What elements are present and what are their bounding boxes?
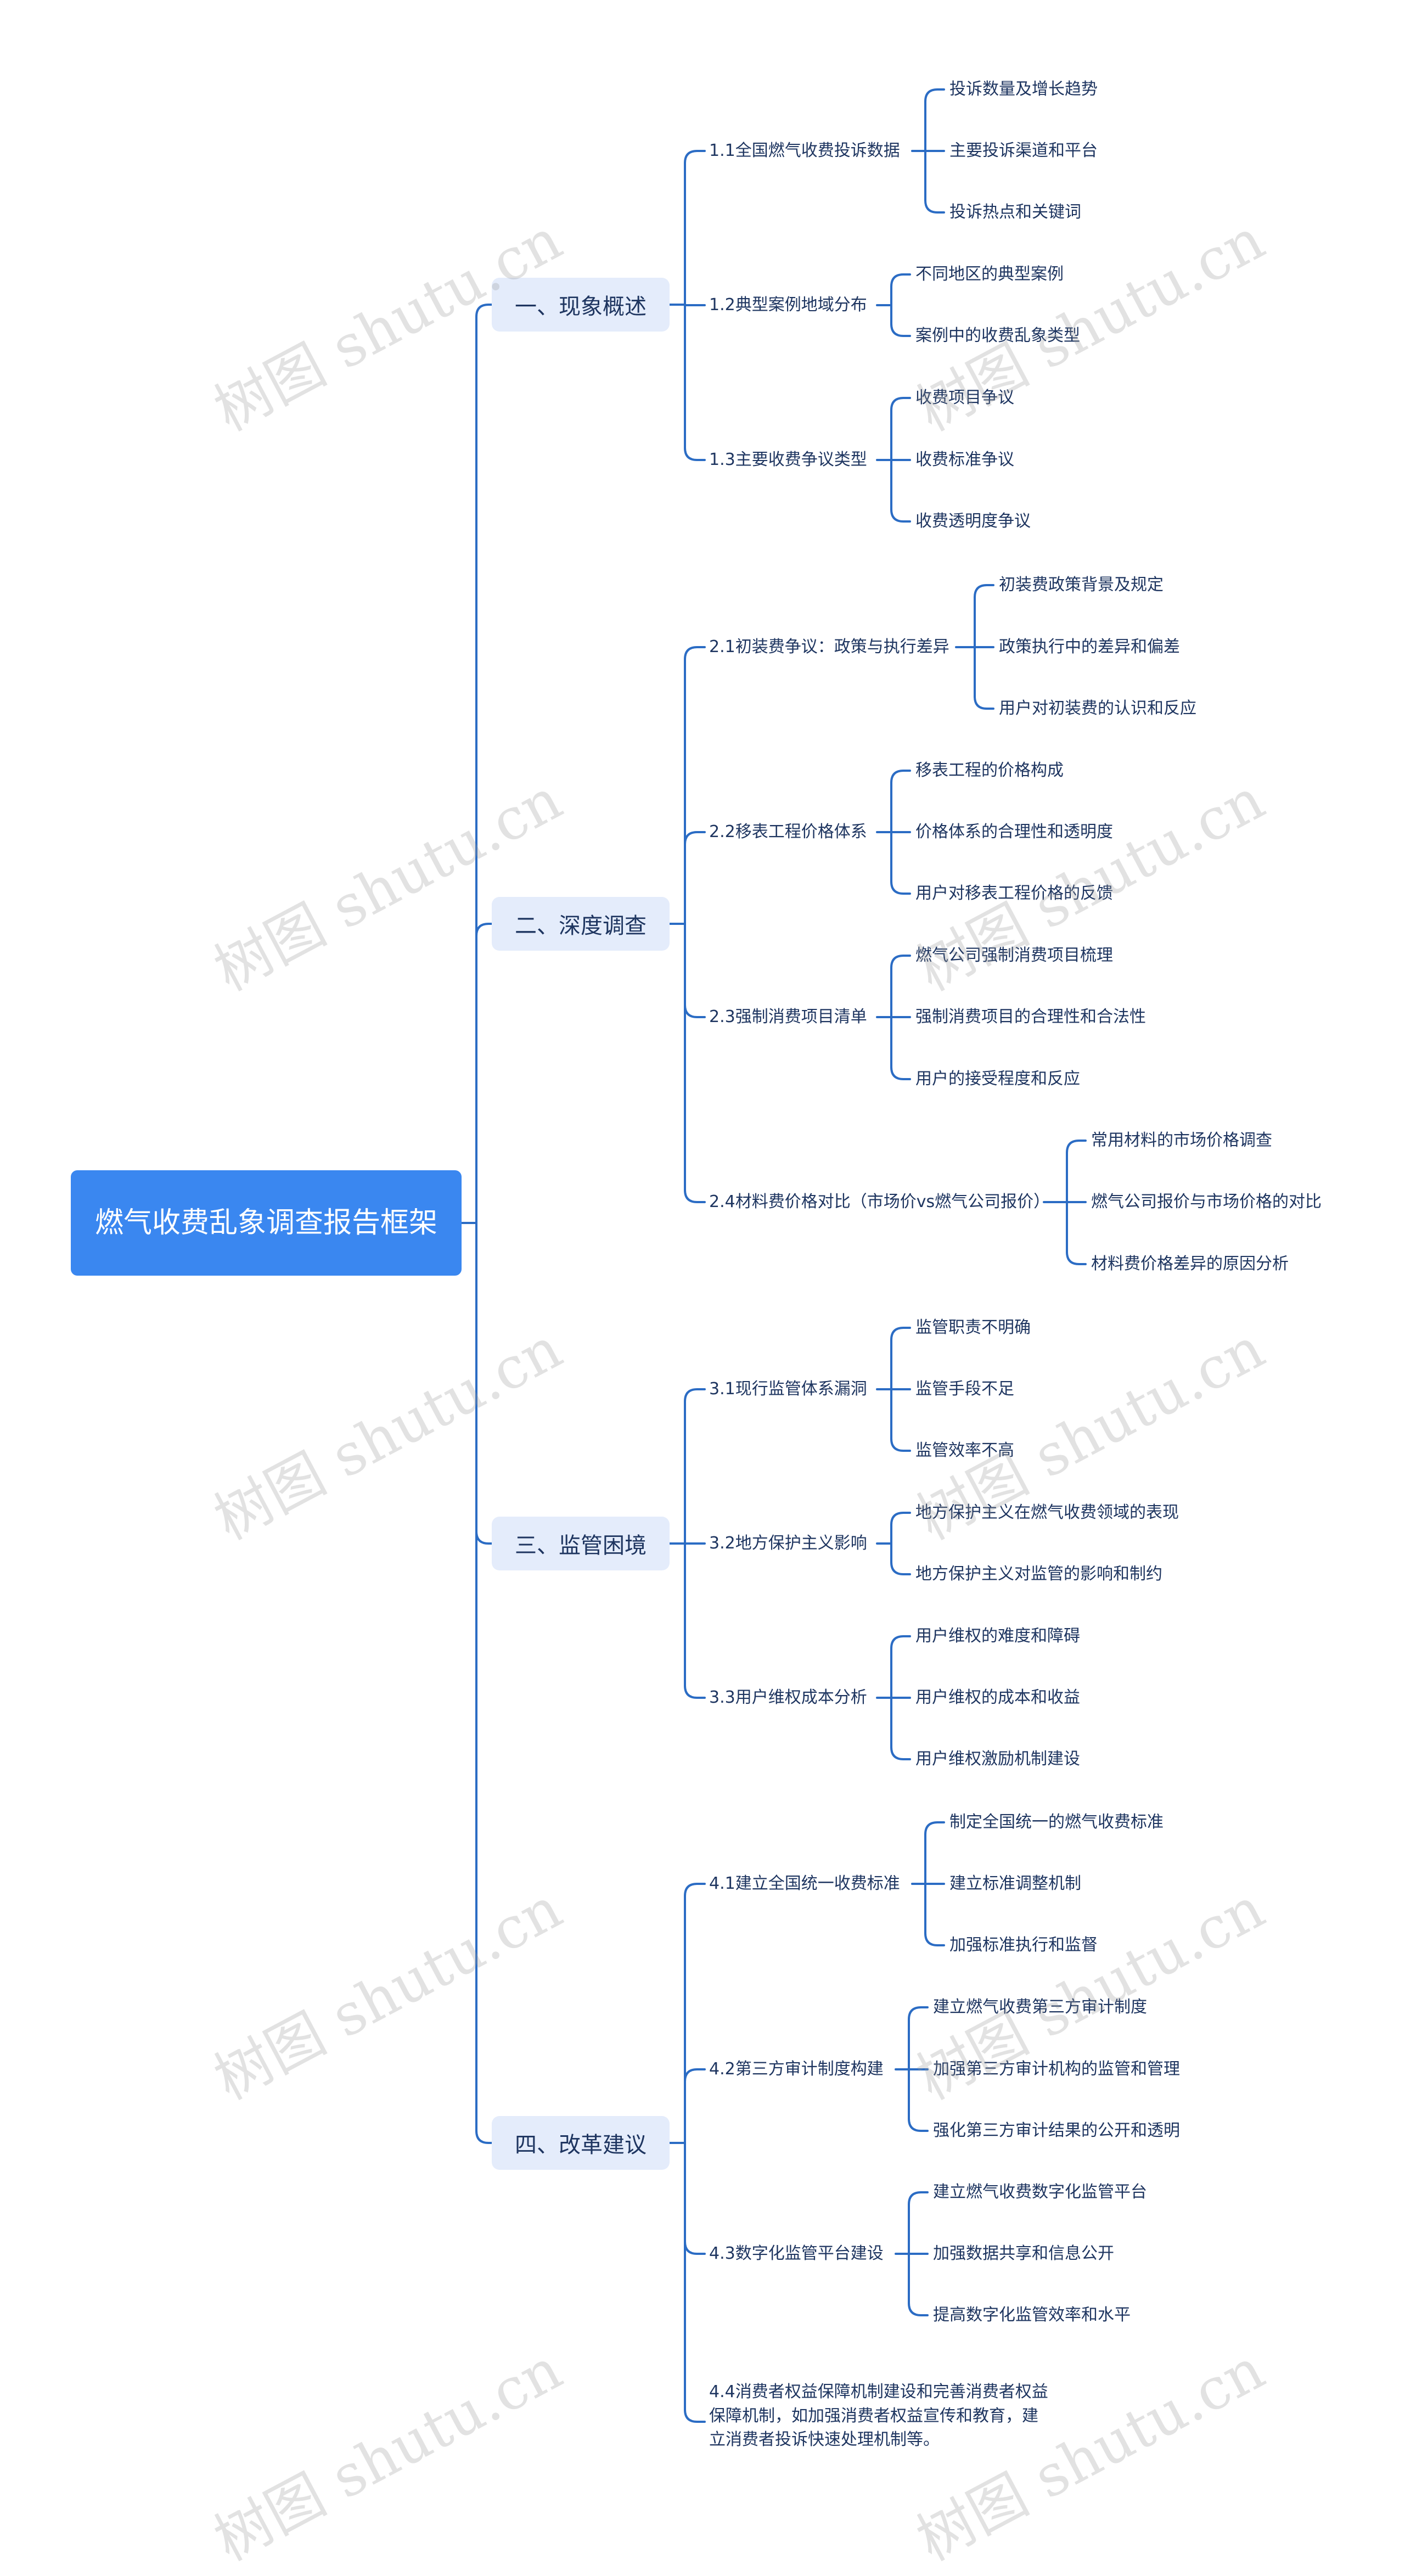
branch-connector-link bbox=[684, 1004, 706, 1018]
subtopic-connector-link bbox=[924, 88, 945, 103]
root-connector-link bbox=[475, 304, 493, 318]
root-connector-link bbox=[475, 2130, 493, 2144]
leaf-3-1-1[interactable]: 监管职责不明确 bbox=[915, 1318, 1031, 1337]
branch-connector-link bbox=[684, 2409, 706, 2423]
branch-3[interactable]: 三、监管困境 bbox=[492, 1517, 670, 1570]
root-connector-link bbox=[475, 923, 493, 937]
leaf-4-1-2[interactable]: 建立标准调整机制 bbox=[949, 1874, 1081, 1893]
leaf-2-4-3[interactable]: 材料费价格差异的原因分析 bbox=[1091, 1254, 1289, 1273]
leaf-4-3-1[interactable]: 建立燃气收费数字化监管平台 bbox=[933, 2182, 1147, 2202]
subtopic-connector-link bbox=[924, 199, 945, 214]
leaf-4-2-1[interactable]: 建立燃气收费第三方审计制度 bbox=[933, 1997, 1147, 2017]
leaf-3-3-1[interactable]: 用户维权的难度和障碍 bbox=[915, 1626, 1080, 1646]
subtopic-connector-link bbox=[1066, 1140, 1087, 1154]
subtopic-connector-link bbox=[890, 1561, 911, 1575]
subtopic-4-1[interactable]: 4.1建立全国统一收费标准 bbox=[709, 1874, 900, 1893]
subtopic-connector-link bbox=[890, 1066, 911, 1080]
root-connector-link bbox=[475, 1530, 493, 1545]
branch-connector-link bbox=[684, 1883, 706, 1897]
subtopic-connector-link bbox=[890, 1635, 911, 1649]
leaf-3-2-1[interactable]: 地方保护主义在燃气收费领域的表现 bbox=[915, 1503, 1179, 1522]
subtopic-2-3[interactable]: 2.3强制消费项目清单 bbox=[709, 1007, 867, 1026]
branch-connector-link bbox=[684, 447, 706, 461]
leaf-4-3-2[interactable]: 加强数据共享和信息公开 bbox=[933, 2244, 1114, 2263]
leaf-3-1-3[interactable]: 监管效率不高 bbox=[915, 1441, 1014, 1460]
subtopic-connector-link bbox=[974, 695, 994, 710]
subtopic-connector-link bbox=[924, 1821, 945, 1836]
leaf-1-1-3[interactable]: 投诉热点和关键词 bbox=[949, 203, 1081, 222]
branch-connector-link bbox=[684, 646, 706, 660]
subtopic-4-4[interactable]: 4.4消费者权益保障机制建设和完善消费者权益保障机制，如加强消费者权益宣传和教育… bbox=[709, 2382, 1048, 2449]
branch-connector-link bbox=[684, 1388, 706, 1402]
leaf-4-1-3[interactable]: 加强标准执行和监督 bbox=[949, 1935, 1098, 1955]
subtopic-connector-link bbox=[890, 880, 911, 895]
branch-connector-link bbox=[684, 831, 706, 845]
branch-connector-link bbox=[684, 2068, 706, 2083]
leaf-4-2-3[interactable]: 强化第三方审计结果的公开和透明 bbox=[933, 2121, 1180, 2140]
leaf-2-2-1[interactable]: 移表工程的价格构成 bbox=[915, 761, 1064, 780]
leaf-2-4-1[interactable]: 常用材料的市场价格调查 bbox=[1091, 1131, 1272, 1150]
leaf-1-2-1[interactable]: 不同地区的典型案例 bbox=[915, 265, 1064, 284]
subtopic-connector-link bbox=[890, 1327, 911, 1341]
branch-4[interactable]: 四、改革建议 bbox=[492, 2116, 670, 2170]
subtopic-2-4[interactable]: 2.4材料费价格对比（市场价vs燃气公司报价） bbox=[709, 1192, 1050, 1211]
subtopic-4-2[interactable]: 4.2第三方审计制度构建 bbox=[709, 2059, 884, 2079]
branch-connector-link bbox=[684, 150, 706, 164]
leaf-4-1-1[interactable]: 制定全国统一的燃气收费标准 bbox=[949, 1812, 1164, 1832]
branch-connector-link bbox=[684, 1189, 706, 1203]
leaf-4-2-2[interactable]: 加强第三方审计机构的监管和管理 bbox=[933, 2059, 1180, 2079]
subtopic-3-2[interactable]: 3.2地方保护主义影响 bbox=[709, 1534, 867, 1553]
leaf-1-3-2[interactable]: 收费标准争议 bbox=[915, 450, 1014, 469]
branch-2[interactable]: 二、深度调查 bbox=[492, 897, 670, 951]
leaf-2-4-2[interactable]: 燃气公司报价与市场价格的对比 bbox=[1091, 1192, 1322, 1211]
leaf-2-3-3[interactable]: 用户的接受程度和反应 bbox=[915, 1069, 1080, 1088]
leaf-2-2-2[interactable]: 价格体系的合理性和透明度 bbox=[915, 822, 1113, 841]
subtopic-2-2[interactable]: 2.2移表工程价格体系 bbox=[709, 822, 867, 841]
subtopic-connector-link bbox=[890, 1438, 911, 1452]
leaf-2-2-3[interactable]: 用户对移表工程价格的反馈 bbox=[915, 884, 1113, 903]
subtopic-connector-link bbox=[890, 397, 911, 411]
root-topic[interactable]: 燃气收费乱象调查报告框架 bbox=[71, 1170, 462, 1276]
branch-1[interactable]: 一、现象概述 bbox=[492, 278, 670, 332]
leaf-2-3-1[interactable]: 燃气公司强制消费项目梳理 bbox=[915, 946, 1113, 965]
branch-connector-link bbox=[684, 1685, 706, 1699]
leaf-4-3-3[interactable]: 提高数字化监管效率和水平 bbox=[933, 2305, 1131, 2325]
leaf-3-1-2[interactable]: 监管手段不足 bbox=[915, 1379, 1014, 1399]
subtopic-3-3[interactable]: 3.3用户维权成本分析 bbox=[709, 1688, 867, 1707]
subtopic-connector-link bbox=[1066, 1251, 1087, 1265]
subtopic-connector-link bbox=[890, 273, 911, 288]
leaf-2-1-2[interactable]: 政策执行中的差异和偏差 bbox=[999, 637, 1180, 656]
subtopic-1-1[interactable]: 1.1全国燃气收费投诉数据 bbox=[709, 141, 900, 160]
subtopic-2-1[interactable]: 2.1初装费争议：政策与执行差异 bbox=[709, 637, 949, 656]
leaf-1-3-1[interactable]: 收费项目争议 bbox=[915, 388, 1014, 407]
leaf-3-2-2[interactable]: 地方保护主义对监管的影响和制约 bbox=[915, 1564, 1162, 1584]
branch-connector-link bbox=[684, 2241, 706, 2255]
leaf-2-1-3[interactable]: 用户对初装费的认识和反应 bbox=[999, 699, 1196, 718]
leaf-2-1-1[interactable]: 初装费政策背景及规定 bbox=[999, 575, 1164, 594]
subtopic-connector-link bbox=[890, 323, 911, 337]
connector-lines bbox=[460, 88, 1087, 2423]
subtopic-connector-link bbox=[890, 1746, 911, 1760]
subtopic-connector-link bbox=[908, 2118, 929, 2132]
leaf-1-2-2[interactable]: 案例中的收费乱象类型 bbox=[915, 326, 1080, 345]
subtopic-1-3[interactable]: 1.3主要收费争议类型 bbox=[709, 450, 867, 469]
subtopic-connector-link bbox=[924, 1932, 945, 1946]
subtopic-connector-link bbox=[908, 2302, 929, 2316]
subtopic-1-2[interactable]: 1.2典型案例地域分布 bbox=[709, 295, 867, 315]
leaf-1-1-1[interactable]: 投诉数量及增长趋势 bbox=[949, 80, 1098, 99]
subtopic-connector-link bbox=[974, 584, 994, 598]
leaf-2-3-2[interactable]: 强制消费项目的合理性和合法性 bbox=[915, 1007, 1146, 1026]
subtopic-connector-link bbox=[890, 770, 911, 784]
leaf-1-3-3[interactable]: 收费透明度争议 bbox=[915, 512, 1031, 531]
leaf-3-3-3[interactable]: 用户维权激励机制建设 bbox=[915, 1749, 1080, 1769]
leaf-1-1-2[interactable]: 主要投诉渠道和平台 bbox=[949, 141, 1098, 160]
leaf-3-3-2[interactable]: 用户维权的成本和收益 bbox=[915, 1688, 1080, 1707]
subtopic-connector-link bbox=[908, 2006, 929, 2021]
subtopic-3-1[interactable]: 3.1现行监管体系漏洞 bbox=[709, 1379, 867, 1399]
subtopic-4-3[interactable]: 4.3数字化监管平台建设 bbox=[709, 2244, 884, 2263]
subtopic-connector-link bbox=[890, 508, 911, 523]
subtopic-connector-link bbox=[890, 1512, 911, 1526]
subtopic-connector-link bbox=[908, 2191, 929, 2205]
subtopic-connector-link bbox=[890, 955, 911, 969]
